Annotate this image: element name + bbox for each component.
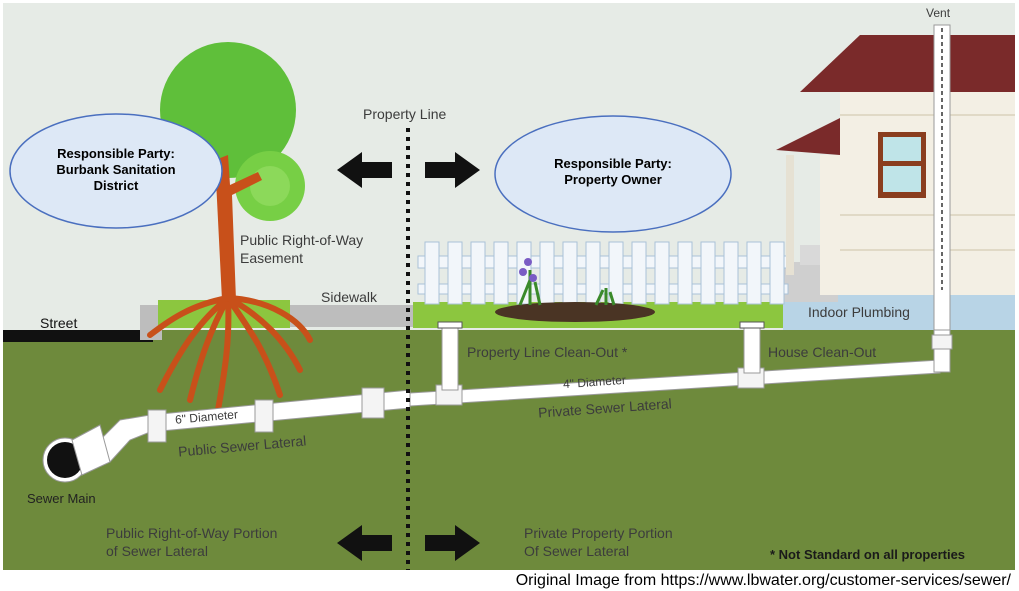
private-portion-label-line2: Of Sewer Lateral	[524, 543, 630, 559]
sewer-main-label: Sewer Main	[27, 491, 96, 506]
street-surface	[3, 330, 153, 342]
easement-label-line1: Public Right-of-Way	[240, 232, 364, 248]
responsible-party-public: Responsible Party: Burbank Sanitation Di…	[30, 146, 202, 194]
public-portion-label-line1: Public Right-of-Way Portion	[106, 525, 278, 541]
arrow-left-top	[337, 152, 392, 188]
arrow-left-bottom	[337, 525, 392, 561]
bubble-burbank	[9, 113, 223, 229]
bubble-right-line1: Responsible Party:	[554, 156, 672, 171]
bubble-left-line2: Burbank Sanitation	[56, 162, 176, 177]
fence	[417, 241, 789, 305]
vent-label: Vent	[926, 6, 951, 20]
easement-label-line2: Easement	[240, 250, 304, 266]
property-line-cleanout-pipe	[441, 324, 459, 391]
house	[776, 35, 1015, 295]
sidewalk-label: Sidewalk	[321, 289, 378, 305]
footnote: * Not Standard on all properties	[770, 547, 966, 562]
flower-bed	[495, 302, 655, 322]
property-line-cleanout-label: Property Line Clean-Out *	[467, 344, 628, 360]
sewer-lateral	[94, 321, 953, 463]
bubble-left-line3: District	[93, 178, 139, 193]
private-portion-label-line1: Private Property Portion	[524, 525, 673, 541]
public-portion-label-line2: of Sewer Lateral	[106, 543, 208, 559]
arrow-right-bottom	[425, 525, 480, 561]
house-cleanout-pipe	[743, 324, 761, 374]
image-caption: Original Image from https://www.lbwater.…	[515, 572, 1011, 589]
responsible-party-private: Responsible Party: Property Owner	[518, 156, 708, 188]
property-line-label: Property Line	[363, 106, 447, 122]
plants	[518, 258, 616, 306]
street-label: Street	[40, 315, 78, 331]
house-cleanout-label: House Clean-Out	[768, 344, 877, 360]
house-window	[878, 132, 926, 198]
arrow-right-top	[425, 152, 480, 188]
sidewalk-surface	[290, 305, 415, 327]
indoor-plumbing-label: Indoor Plumbing	[808, 304, 910, 320]
bubble-property-owner	[494, 115, 732, 233]
bubble-right-line2: Property Owner	[564, 172, 662, 187]
bubble-left-line1: Responsible Party:	[57, 146, 175, 161]
sewer-main	[42, 424, 111, 483]
